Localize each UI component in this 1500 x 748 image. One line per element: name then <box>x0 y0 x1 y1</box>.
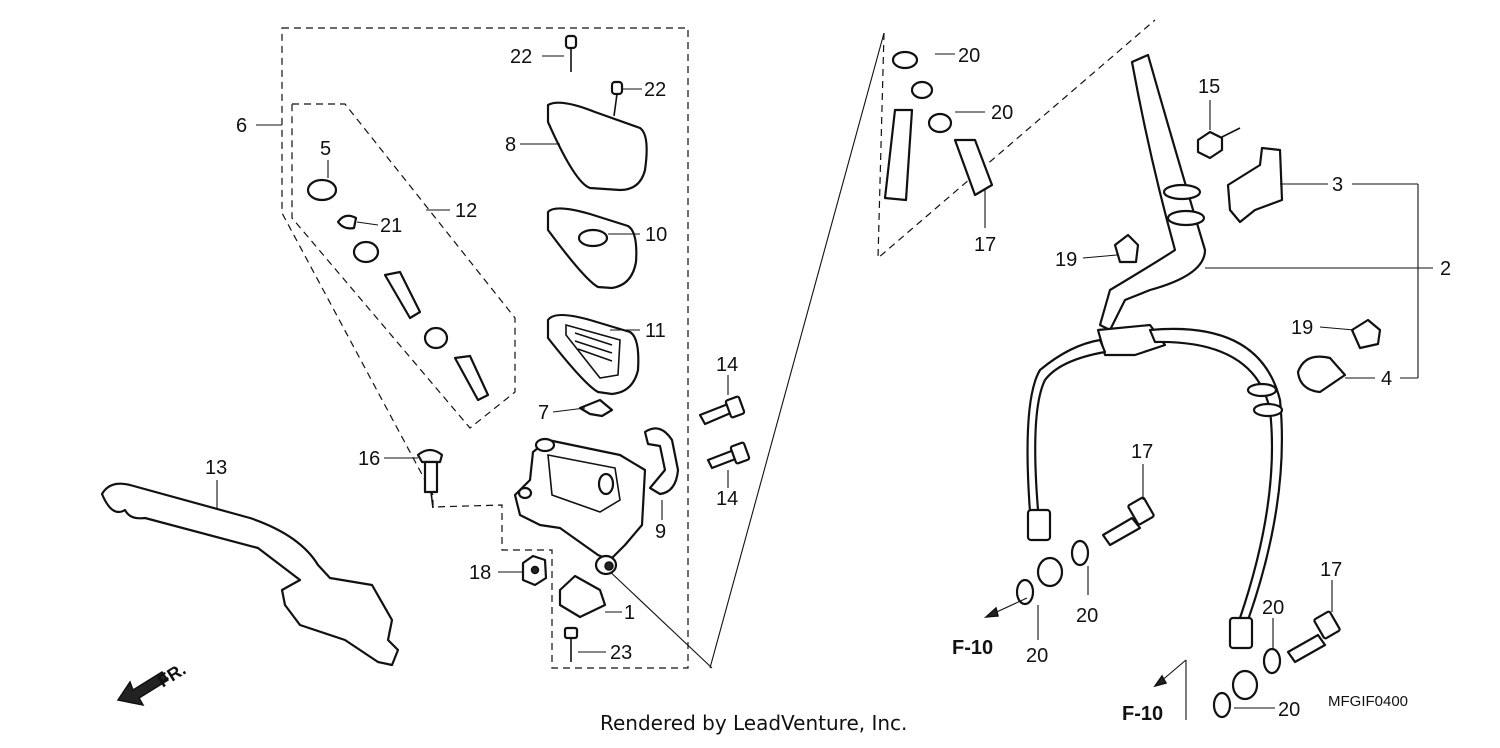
callout-22-top: 22 <box>510 46 532 68</box>
callout-19-left: 19 <box>1055 249 1077 271</box>
brake-hose-2 <box>1026 53 1284 701</box>
piston-set-parts <box>306 178 490 402</box>
callout-10: 10 <box>645 224 667 246</box>
callout-15: 15 <box>1198 76 1220 98</box>
callout-1: 1 <box>624 602 635 624</box>
screw-22-right <box>610 80 624 117</box>
callout-14-lower: 14 <box>716 488 738 510</box>
banjo-bolt-17-mid <box>1101 496 1155 547</box>
callout-8: 8 <box>505 134 516 156</box>
callout-20-mid: 20 <box>1076 605 1098 627</box>
brake-switch-1 <box>558 574 607 619</box>
screw-23 <box>563 626 579 662</box>
callout-20-right-upper: 20 <box>1262 597 1284 619</box>
leader-lines <box>216 53 1433 709</box>
callout-23: 23 <box>610 642 632 664</box>
reference-f10-right: F-10 <box>1122 703 1163 725</box>
hose-detail-outline <box>877 19 1156 260</box>
diaphragm-plate-10 <box>546 207 638 290</box>
nut-18 <box>521 554 548 587</box>
callout-18: 18 <box>469 562 491 584</box>
callout-17-mid: 17 <box>1131 441 1153 463</box>
clip-7 <box>578 398 614 418</box>
callout-20-right-lower: 20 <box>1278 699 1300 721</box>
callout-6: 6 <box>236 115 247 137</box>
callout-5: 5 <box>320 138 331 160</box>
callout-14-upper: 14 <box>716 354 738 376</box>
grommet-19-left <box>1113 233 1140 264</box>
master-cylinder-body <box>513 437 647 576</box>
callout-20-detail-top: 20 <box>958 45 980 67</box>
brake-lever-13 <box>100 482 400 667</box>
reference-f10-left: F-10 <box>952 637 993 659</box>
stay-3 <box>1226 146 1284 224</box>
pivot-bolt-16 <box>416 448 444 509</box>
callout-16: 16 <box>358 448 380 470</box>
callout-17-right: 17 <box>1320 559 1342 581</box>
render-credit: Rendered by LeadVenture, Inc. <box>600 711 907 735</box>
clamp-4 <box>1296 355 1347 394</box>
leader-caliper-to-detail <box>604 566 713 669</box>
grommet-19-right <box>1350 318 1382 350</box>
leader-to-hose-detail <box>709 32 885 669</box>
assembly-6-outline <box>281 27 689 669</box>
detail-washers <box>883 50 994 202</box>
callout-19-right: 19 <box>1291 317 1313 339</box>
callout-7: 7 <box>538 402 549 424</box>
callout-22-right: 22 <box>644 79 666 101</box>
bolt-14-upper <box>698 395 746 426</box>
callout-17-detail: 17 <box>974 234 996 256</box>
callout-20-left: 20 <box>1026 645 1048 667</box>
front-direction-arrow-icon <box>116 671 170 707</box>
bolt-15 <box>1196 127 1241 160</box>
callout-9: 9 <box>655 521 666 543</box>
callout-21: 21 <box>380 215 402 237</box>
f10-arrow-right <box>1153 659 1187 720</box>
f10-arrow-left <box>983 597 1028 618</box>
drawing-code: MFGIF0400 <box>1328 693 1408 710</box>
holder-9 <box>643 427 680 496</box>
assembly-12-outline <box>291 103 516 429</box>
diaphragm-11 <box>546 313 640 396</box>
bolt-14-lower <box>706 441 751 470</box>
callout-12: 12 <box>455 200 477 222</box>
callout-3: 3 <box>1332 174 1343 196</box>
circlip-21 <box>336 214 358 230</box>
callout-2: 2 <box>1440 258 1451 280</box>
callout-20-detail-mid: 20 <box>991 102 1013 124</box>
callout-4: 4 <box>1381 368 1392 390</box>
sealing-washers-20 <box>1015 539 1282 719</box>
front-direction-label: FR. <box>154 659 189 691</box>
screw-22-top <box>564 34 578 72</box>
reservoir-cover-8 <box>546 101 648 192</box>
banjo-bolt-17-right <box>1286 610 1341 664</box>
callout-11: 11 <box>645 320 666 342</box>
callout-13: 13 <box>205 457 227 479</box>
